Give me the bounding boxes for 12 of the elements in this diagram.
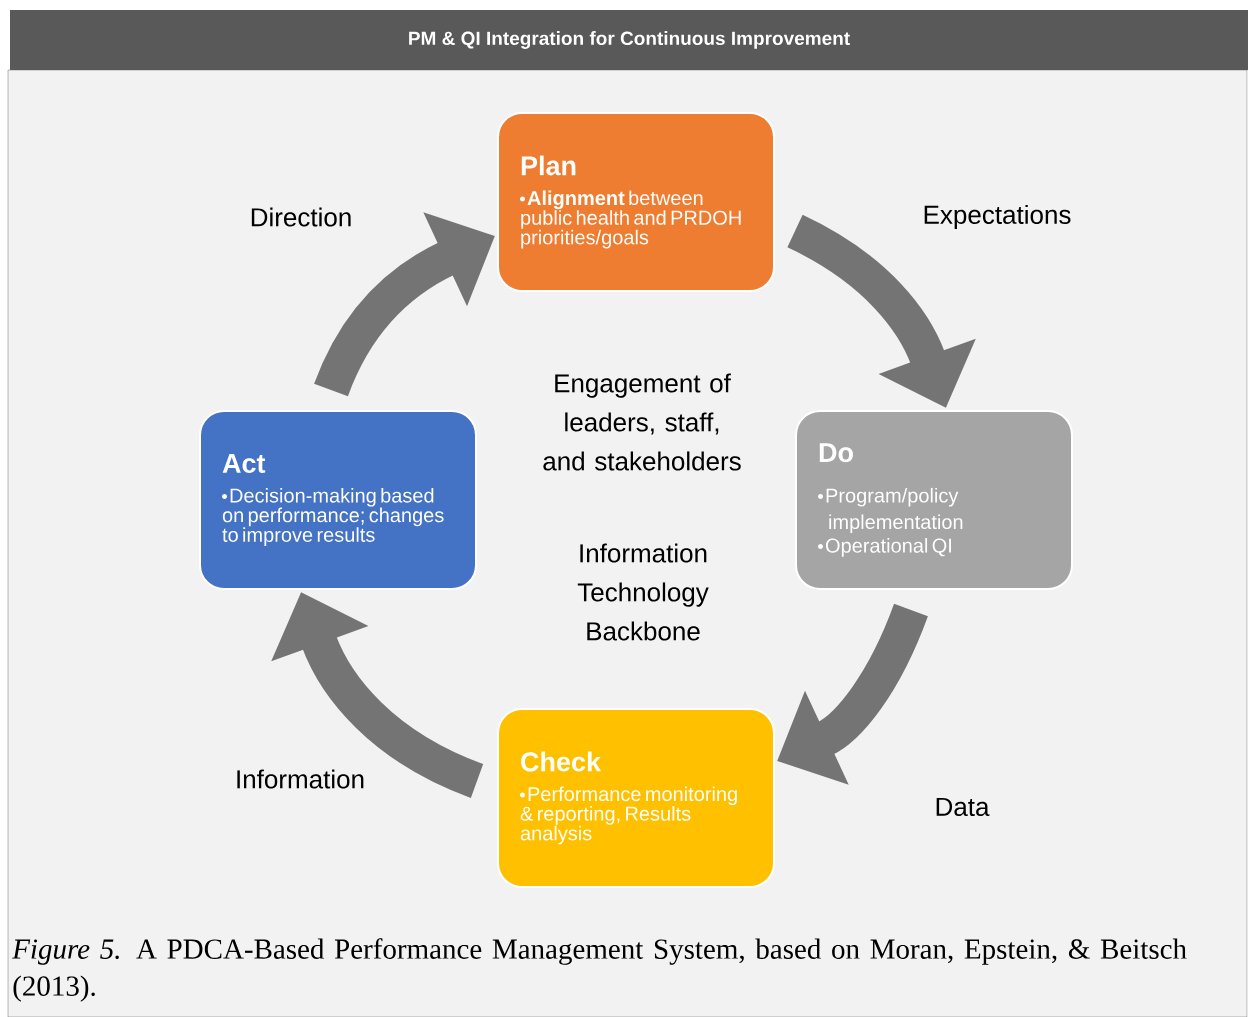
caption: Figure 5. A PDCA-Based Performance Management System, based on Moran, Epstein, & Beitsch (2013). <box>12 938 1187 1002</box>
label-text: Information Technology Backbone <box>577 543 709 641</box>
label-text: Information <box>237 769 364 789</box>
label-text: Direction <box>251 207 351 227</box>
process-box: Do Program/policy implementation Operational QI <box>795 410 1073 590</box>
label-text: Engagement of leaders, staff, and stakeholders <box>543 373 741 471</box>
label-text: Expectations <box>924 204 1071 230</box>
process-box: Check Performance monitoring & reporting, Results analysis <box>497 708 775 888</box>
label-text: Data <box>936 797 990 817</box>
title: PM & QI Integration for Continuous Improvement <box>409 31 850 49</box>
process-box: Plan Alignment between public health and PRDOH priorities/goals <box>497 112 775 292</box>
process-box: Act Decision-making based on performance; changes to improve results <box>199 410 477 590</box>
